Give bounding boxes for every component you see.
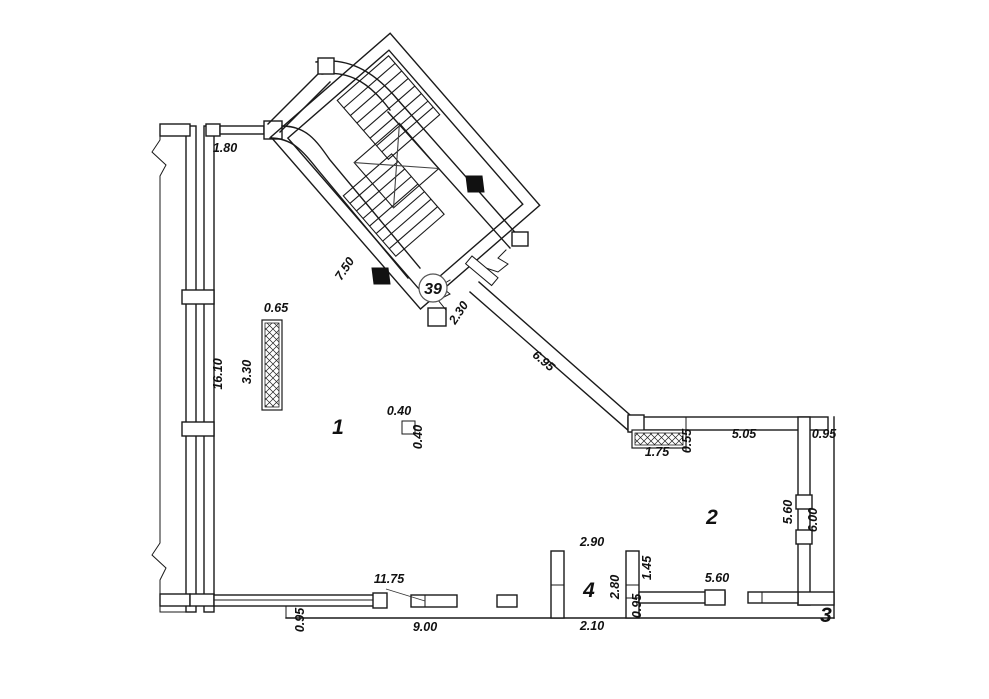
bottom-isolated-block: [496, 594, 518, 608]
tag-label-39: 39: [424, 281, 442, 298]
dim-6-00: 6.00: [806, 508, 820, 532]
bottom-wall-pier-a: [372, 592, 388, 609]
hatch-fill-room2: [634, 432, 684, 446]
column-0-40: [401, 420, 416, 435]
tower-bottom-pier: [427, 307, 447, 327]
room-label-4: 4: [582, 579, 595, 602]
dim-0-40-vertical: 0.40: [411, 425, 425, 449]
bottom-wall-block-a: [189, 593, 215, 607]
dim-5-60-vertical: 5.60: [781, 500, 795, 524]
tower-right-break: [485, 249, 509, 273]
curved-wall-inner: [269, 137, 409, 279]
tower-right-wall-outer: [397, 99, 521, 239]
left-wall-tie-upper: [181, 289, 215, 305]
tower-upper-left-wall-a: [267, 73, 319, 125]
dim-0-95-right: 0.95: [812, 427, 837, 441]
tower-top-left-pier: [317, 57, 335, 75]
dim-5-05: 5.05: [732, 427, 757, 441]
hatch-fill-left: [264, 322, 280, 408]
wall-5-60-pier: [704, 589, 726, 606]
dim-0-95-middle: 0.95: [630, 593, 644, 618]
left-bottom-cap: [159, 593, 191, 607]
solid-pier-upper-right: [465, 175, 485, 193]
left-break-line: [151, 125, 167, 613]
stair-tower-entry-walls: [267, 57, 529, 327]
tower-upper-left-wall-b: [279, 81, 331, 133]
room-label-2: 2: [705, 506, 718, 529]
dimension-text-layer: 1.80 7.50 2.30 6.95 16.10 0.65 3.30 0.40…: [211, 141, 837, 634]
room-label-3: 3: [820, 604, 832, 627]
leader-11-75: [385, 588, 426, 602]
dim-2-10: 2.10: [579, 619, 604, 633]
dim-1-45: 1.45: [640, 555, 654, 580]
curved-wall-outer: [281, 125, 421, 269]
stair-tower-outer: [269, 32, 541, 310]
top-window-1-80: [219, 125, 265, 135]
room-label-1: 1: [332, 416, 344, 439]
wall-right-stub: [747, 591, 799, 604]
diag-wall-inner: [469, 291, 631, 433]
dim-16-10: 16.10: [211, 358, 225, 389]
left-top-cap: [159, 123, 191, 137]
left-wall-tie-lower: [181, 421, 215, 437]
dim-2-80: 2.80: [608, 575, 622, 600]
dim-0-55: 0.55: [680, 428, 694, 453]
dim-11-75: 11.75: [374, 572, 405, 586]
bottom-wall-seg-b: [410, 594, 458, 608]
dim-0-95-left: 0.95: [293, 607, 307, 632]
room2-top-wall: [627, 414, 829, 453]
dim-9-00: 9.00: [413, 620, 437, 634]
dim-1-75: 1.75: [645, 445, 670, 459]
tag-39-circle: [418, 273, 448, 303]
tower-right-pier: [511, 231, 529, 247]
dim-3-30: 3.30: [240, 360, 254, 384]
right-wall-window-lower: [795, 529, 813, 545]
hatched-column-left: [261, 319, 283, 411]
diag-wall-outer: [478, 281, 639, 423]
room-number-layer: 1 2 3 4: [332, 416, 832, 627]
entry-door-leaf: [464, 255, 499, 287]
right-wall-assembly: [795, 416, 835, 619]
right-wall-window-upper: [795, 494, 813, 510]
top-wall-block-a: [205, 123, 221, 137]
bottom-wall-assembly: [213, 550, 835, 619]
dim-2-90: 2.90: [579, 535, 604, 549]
dim-5-60-horizontal: 5.60: [705, 571, 729, 585]
diagonal-wall-6-95: [469, 281, 639, 433]
solid-pier-lower-left: [371, 267, 391, 285]
dim-0-65: 0.65: [264, 301, 289, 315]
dim-0-40-horizontal: 0.40: [387, 404, 411, 418]
tower-right-wall-inner: [387, 111, 511, 249]
dim-1-80: 1.80: [213, 141, 237, 155]
left-wall-outer: [185, 125, 197, 613]
